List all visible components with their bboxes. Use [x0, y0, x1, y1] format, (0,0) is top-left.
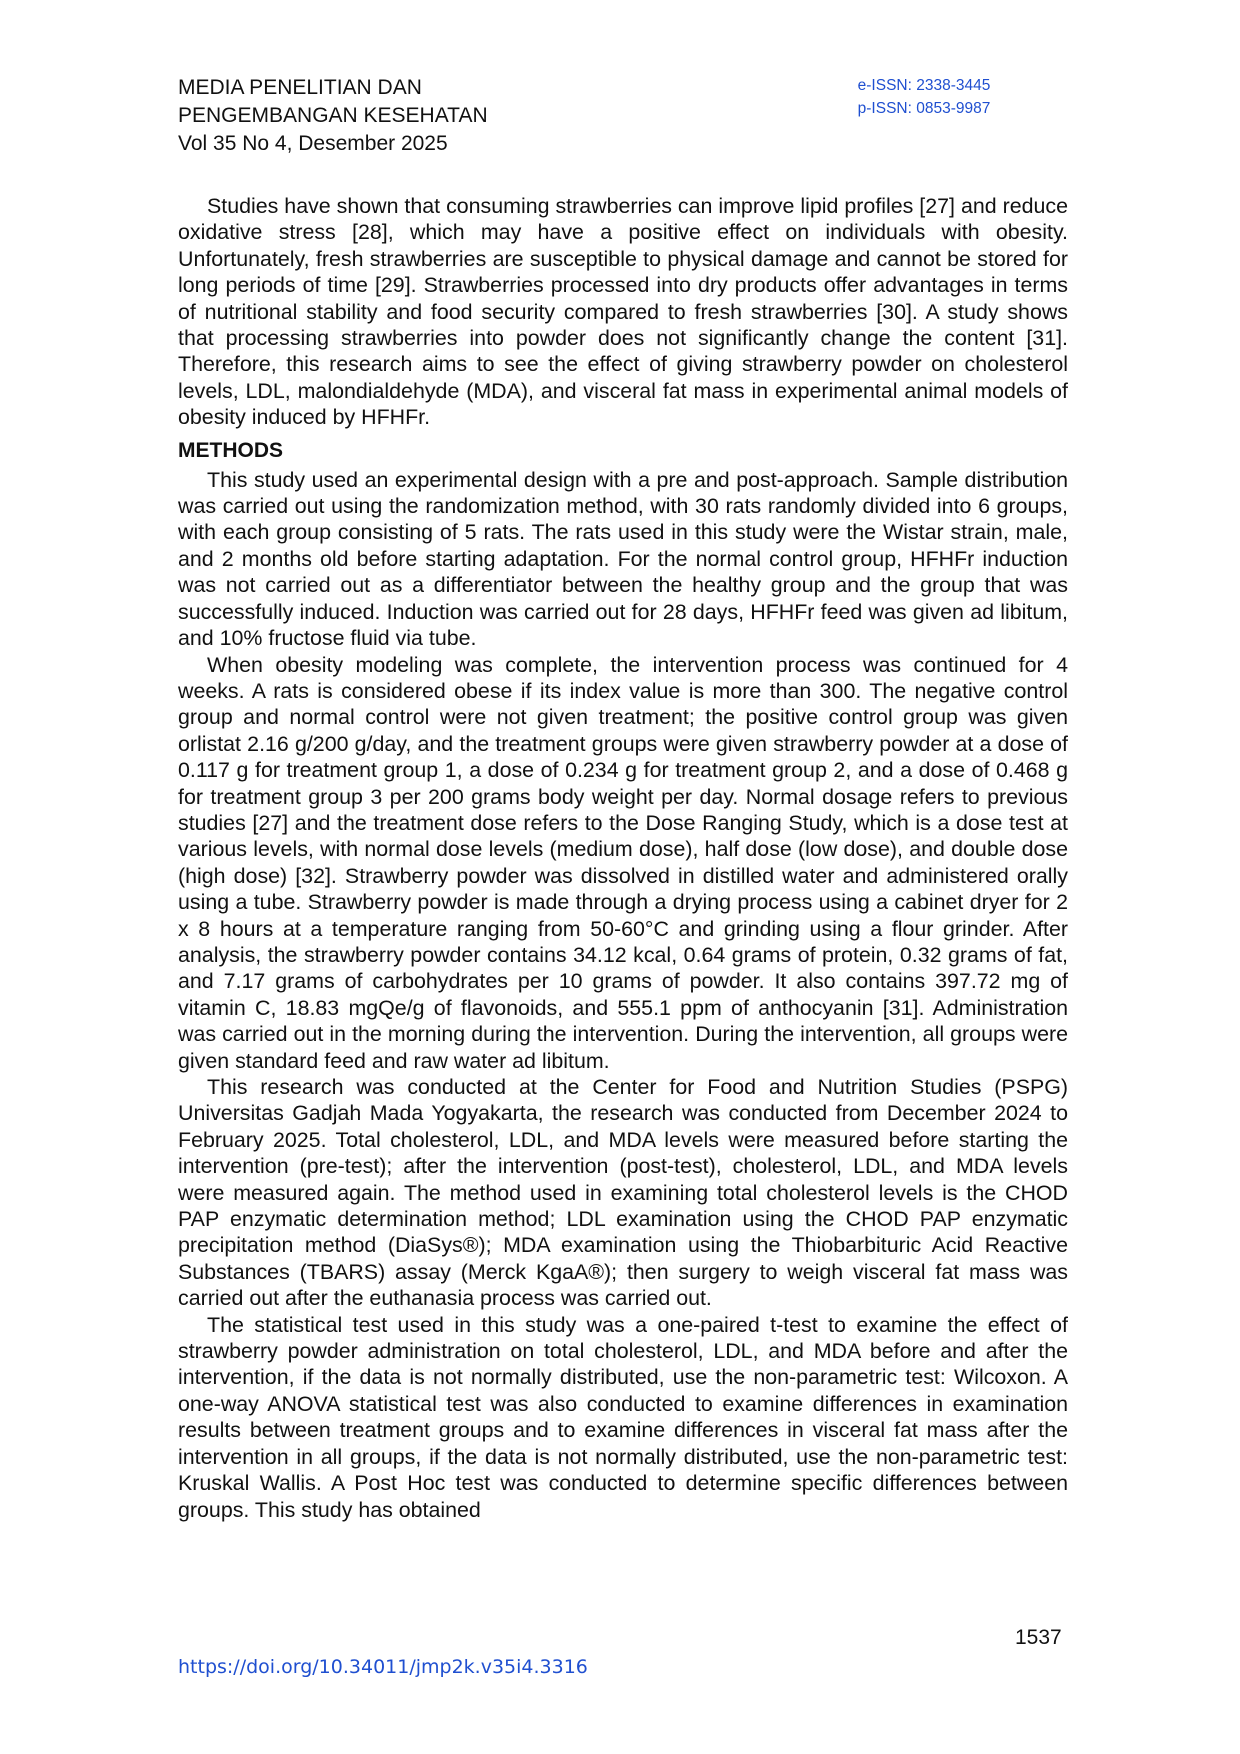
methods-paragraph-3: This research was conducted at the Cente…	[178, 1075, 1068, 1311]
page-number: 1537	[1015, 1626, 1062, 1649]
methods-heading: METHODS	[178, 438, 283, 462]
methods-paragraph-4: The statistical test used in this study …	[178, 1312, 1068, 1522]
journal-name-line-2: PENGEMBANGAN KESEHATAN	[178, 104, 488, 127]
doi-link[interactable]: https://doi.org/10.34011/jmp2k.v35i4.331…	[178, 1656, 588, 1678]
journal-title-block: MEDIA PENELITIAN DAN PENGEMBANGAN KESEHA…	[178, 74, 488, 158]
article-body: Studies have shown that consuming strawb…	[178, 193, 1068, 1523]
intro-paragraph: Studies have shown that consuming strawb…	[178, 194, 1068, 430]
issn-block: e-ISSN: 2338-3445 p-ISSN: 0853-9987	[840, 74, 1008, 120]
methods-paragraph-2: When obesity modeling was complete, the …	[178, 652, 1068, 1073]
journal-name-line-1: MEDIA PENELITIAN DAN	[178, 76, 422, 99]
e-issn: e-ISSN: 2338-3445	[857, 77, 991, 94]
p-issn: p-ISSN: 0853-9987	[857, 100, 991, 117]
journal-volume: Vol 35 No 4, Desember 2025	[178, 132, 448, 155]
methods-paragraph-1: This study used an experimental design w…	[178, 467, 1068, 651]
